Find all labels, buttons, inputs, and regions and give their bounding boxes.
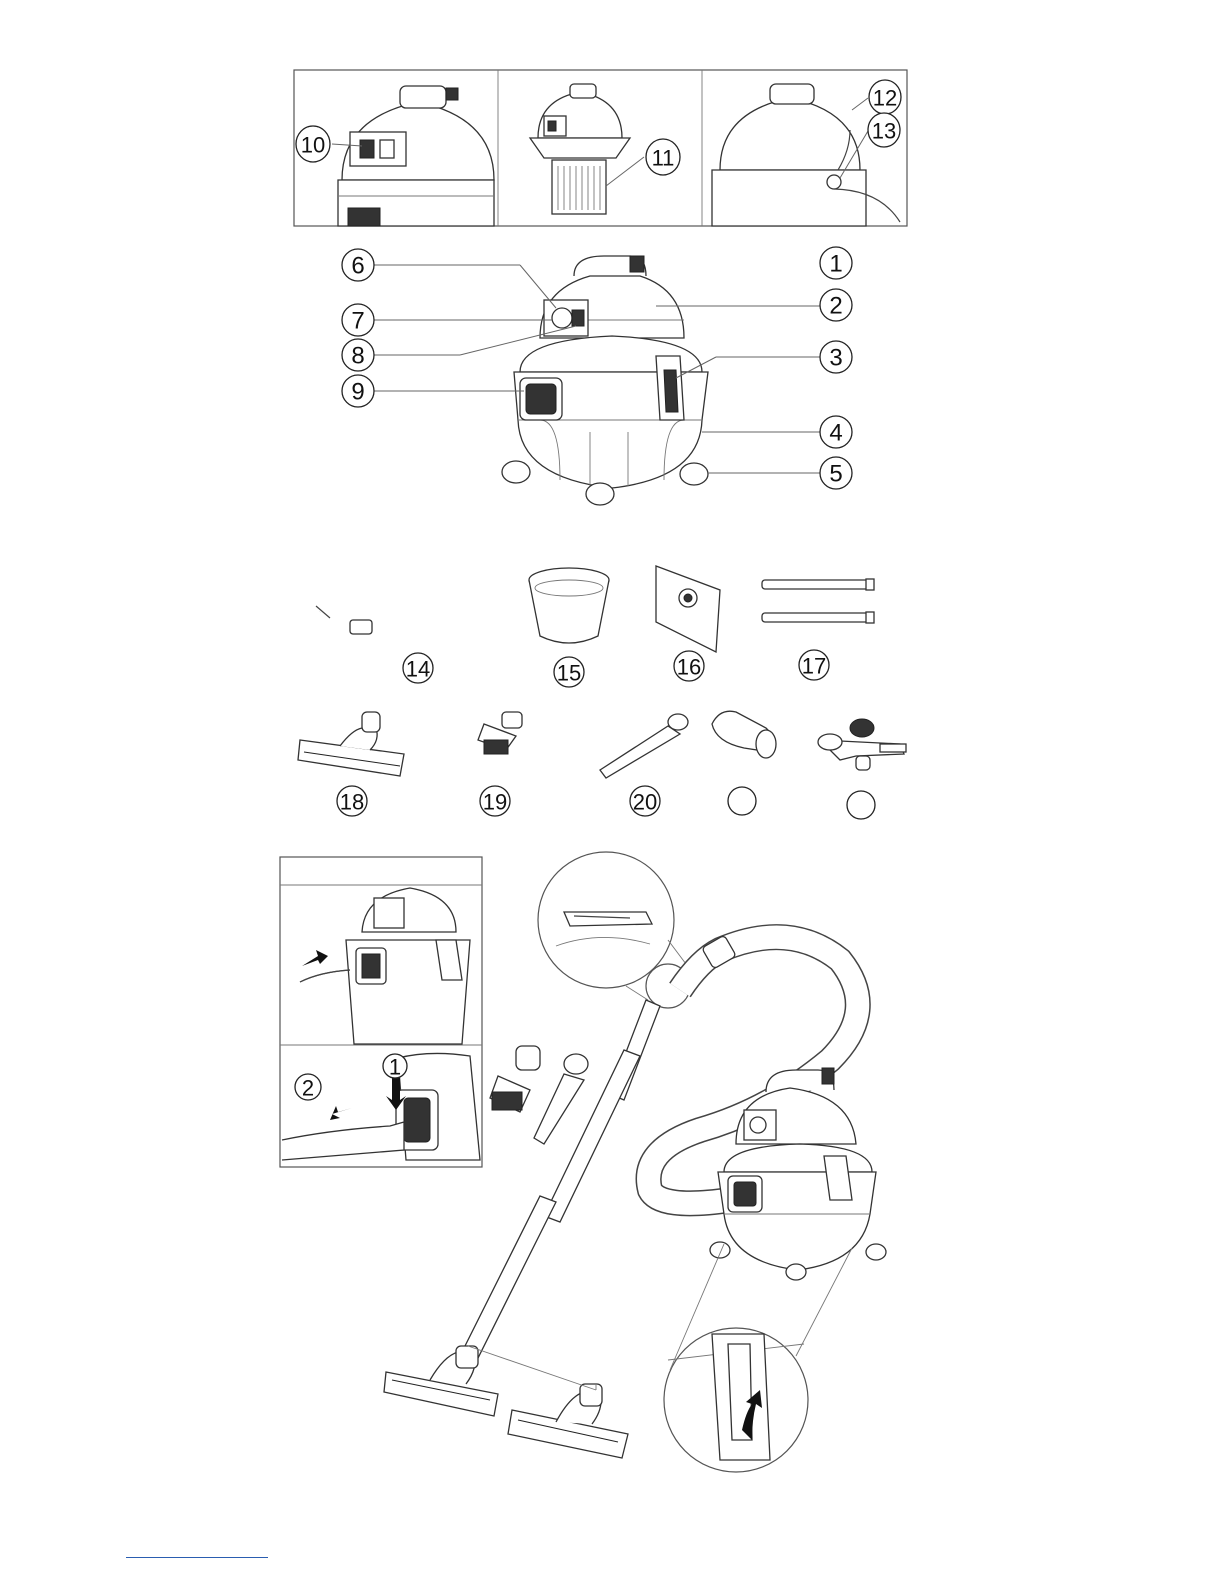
svg-text:17: 17 xyxy=(802,654,826,679)
callout-12: 12 xyxy=(852,80,901,114)
callout-6: 6 xyxy=(342,249,556,308)
vacuum-assembled xyxy=(710,1068,886,1280)
svg-text:19: 19 xyxy=(483,790,507,815)
svg-text:5: 5 xyxy=(829,461,842,488)
callout-20: 20 xyxy=(630,786,660,816)
assembly-brush xyxy=(490,1046,540,1112)
footer-rule xyxy=(126,1557,268,1558)
dust-bag-accessory xyxy=(656,566,720,652)
callout-21 xyxy=(728,787,756,815)
hose-release-inset xyxy=(282,1053,480,1160)
control-panel-view xyxy=(338,86,494,226)
svg-text:8: 8 xyxy=(351,343,364,370)
callout-15: 15 xyxy=(554,657,584,687)
svg-text:12: 12 xyxy=(873,86,897,111)
floor-nozzle-right xyxy=(508,1384,628,1458)
svg-text:2: 2 xyxy=(829,293,842,320)
callout-2: 2 xyxy=(656,289,852,321)
svg-text:7: 7 xyxy=(351,308,364,335)
svg-text:16: 16 xyxy=(677,655,701,680)
detail-views-panel xyxy=(294,70,907,226)
svg-text:11: 11 xyxy=(652,146,675,171)
nozzle-guide-lines xyxy=(468,1346,596,1390)
callout-14: 14 xyxy=(403,653,433,683)
tube-lock-magnifier xyxy=(538,852,686,1000)
svg-text:20: 20 xyxy=(633,790,657,815)
callout-22 xyxy=(847,791,875,819)
dusting-brush-accessory xyxy=(478,712,522,754)
svg-text:1: 1 xyxy=(829,251,842,278)
callout-18: 18 xyxy=(337,786,367,816)
callout-17: 17 xyxy=(799,650,829,680)
callout-7: 7 xyxy=(342,304,552,336)
callout-4: 4 xyxy=(702,416,852,448)
extension-tubes-accessory xyxy=(762,579,874,623)
floor-nozzle-left xyxy=(384,1346,498,1416)
svg-text:14: 14 xyxy=(406,657,430,682)
filter-basket-accessory xyxy=(529,568,609,643)
svg-text:9: 9 xyxy=(351,379,364,406)
svg-text:13: 13 xyxy=(872,119,896,144)
floor-nozzle-accessory xyxy=(298,712,404,776)
svg-text:15: 15 xyxy=(557,661,581,686)
clamp-accessory xyxy=(818,719,906,770)
svg-text:10: 10 xyxy=(301,133,325,158)
adapter-accessory xyxy=(712,711,776,758)
svg-text:4: 4 xyxy=(829,420,842,447)
svg-text:3: 3 xyxy=(829,345,842,372)
latch-magnifier xyxy=(664,1244,852,1472)
svg-text:2: 2 xyxy=(302,1076,314,1101)
filter-view xyxy=(530,84,630,214)
callout-16: 16 xyxy=(674,651,704,681)
svg-text:18: 18 xyxy=(340,790,364,815)
crevice-tool-accessory xyxy=(600,714,688,778)
callout-19: 19 xyxy=(480,786,510,816)
assembly-crevice xyxy=(534,1054,588,1144)
svg-text:6: 6 xyxy=(351,253,364,280)
callout-9: 9 xyxy=(342,375,524,407)
vacuum-main xyxy=(502,256,708,505)
svg-text:1: 1 xyxy=(389,1055,401,1080)
step-2-label: 2 xyxy=(295,1074,321,1101)
callout-5: 5 xyxy=(708,457,852,489)
hose-accessory xyxy=(316,580,492,634)
callout-1: 1 xyxy=(820,247,852,279)
assembled-tubes xyxy=(456,1000,660,1370)
